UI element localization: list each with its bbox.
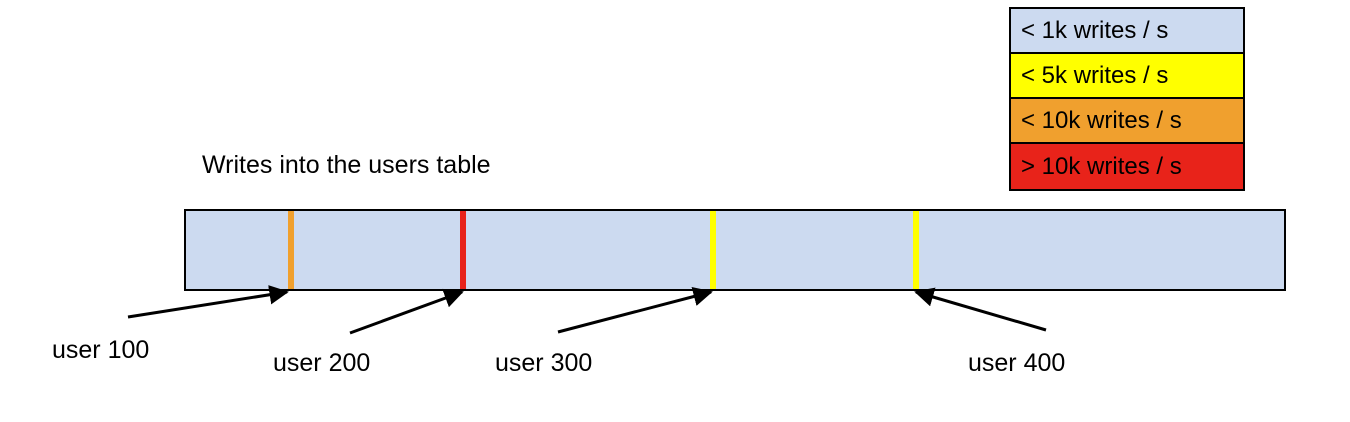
legend: < 1k writes / s < 5k writes / s < 10k wr… xyxy=(1009,7,1245,191)
legend-item-label: > 10k writes / s xyxy=(1021,152,1182,180)
users-table-bar xyxy=(184,209,1286,291)
row-stripe-user-400 xyxy=(913,211,919,289)
legend-item-label: < 1k writes / s xyxy=(1021,16,1169,44)
arrow-user-400 xyxy=(914,287,1047,332)
arrow-user-100 xyxy=(127,285,289,319)
label-user-300: user 300 xyxy=(495,349,593,377)
legend-item-lt-5k: < 5k writes / s xyxy=(1011,54,1243,99)
label-user-400: user 400 xyxy=(968,349,1066,377)
legend-item-lt-1k: < 1k writes / s xyxy=(1011,9,1243,54)
legend-item-label: < 5k writes / s xyxy=(1021,61,1169,89)
label-user-100: user 100 xyxy=(52,336,150,364)
row-stripe-user-100 xyxy=(288,211,294,289)
label-user-200: user 200 xyxy=(273,349,371,377)
chart-title: Writes into the users table xyxy=(202,151,491,179)
bar-base-fill xyxy=(186,211,1284,289)
row-stripe-user-300 xyxy=(710,211,716,289)
legend-item-lt-10k: < 10k writes / s xyxy=(1011,99,1243,144)
arrow-user-200 xyxy=(349,288,464,335)
legend-item-label: < 10k writes / s xyxy=(1021,106,1182,134)
row-stripe-user-200 xyxy=(460,211,466,289)
legend-item-gt-10k: > 10k writes / s xyxy=(1011,144,1243,189)
arrow-user-300 xyxy=(557,287,713,334)
